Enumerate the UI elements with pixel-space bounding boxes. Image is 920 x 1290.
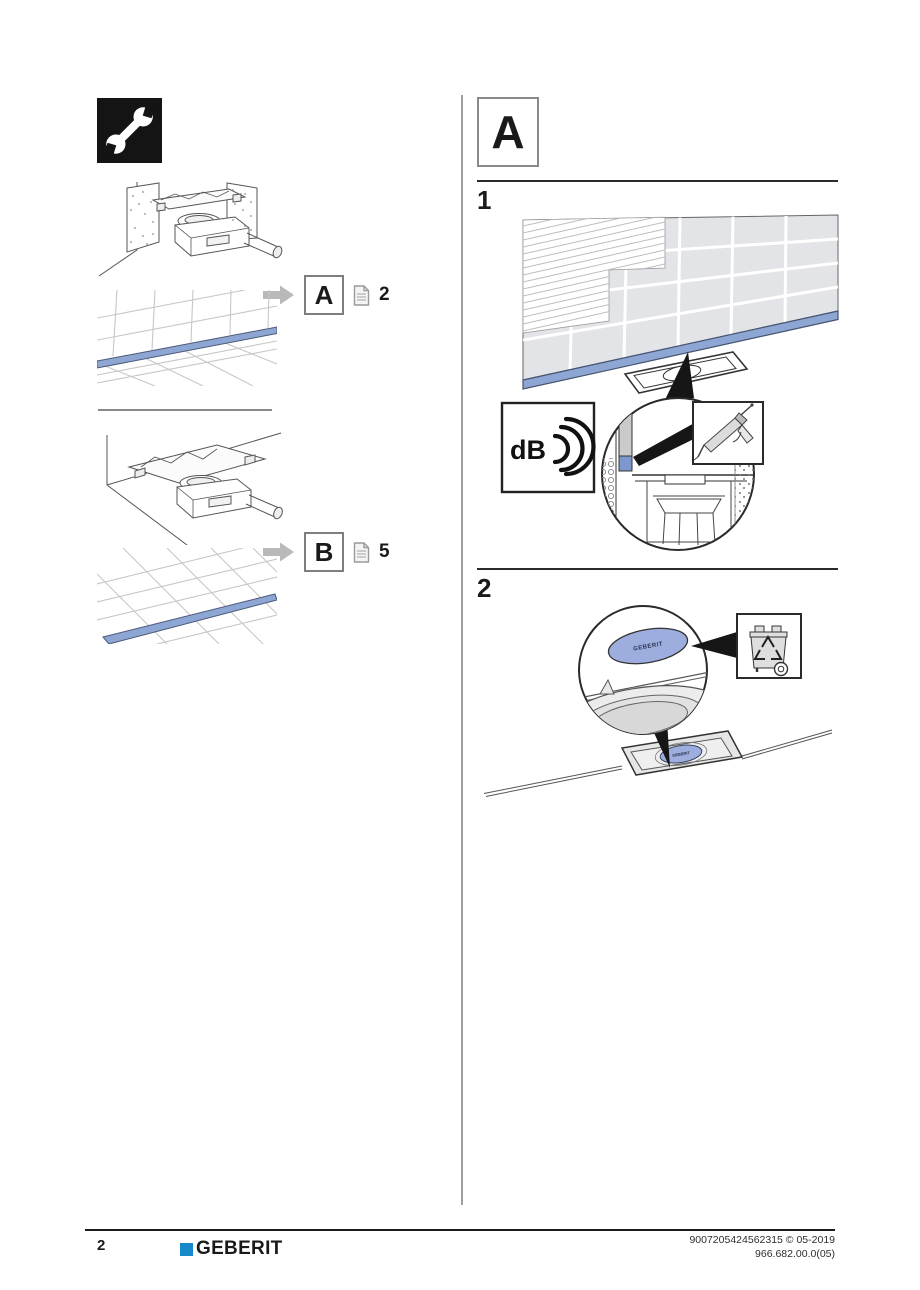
document-page-icon	[353, 284, 370, 306]
step-1-number: 1	[477, 185, 492, 215]
sticker-text-small: GEBERIT	[672, 750, 691, 758]
db-label: dB	[510, 435, 546, 465]
protective-sticker-small	[659, 744, 703, 764]
page-number: 2	[97, 1237, 106, 1254]
document-code-line2: 966.682.00.0(05)	[755, 1247, 835, 1260]
variant-b-page-reference: 5	[379, 541, 390, 562]
step-1-illustration: dB	[500, 214, 839, 551]
reference-row-variant-b: B 5	[263, 531, 390, 573]
tools-pictogram	[97, 98, 162, 163]
column-divider	[461, 95, 463, 1205]
variant-b-label: B	[314, 536, 334, 567]
brand-logo-text: GEBERIT	[196, 1238, 283, 1259]
sealant-pointer	[633, 421, 708, 466]
recycle-symbol	[753, 635, 783, 660]
tiled-wall	[522, 214, 839, 390]
step-2-number: 2	[477, 573, 492, 603]
db-sound-icon: dB	[500, 401, 596, 494]
step-2-rule	[477, 568, 838, 570]
variant-a-wall-assembly-illustration	[98, 182, 283, 277]
wall-drain-strip	[97, 326, 277, 369]
detail-pointer	[662, 352, 694, 406]
document-code-line1: 9007205424562315 © 05-2019	[689, 1234, 835, 1246]
overview-separator	[98, 409, 272, 411]
brand-logo-square	[180, 1243, 193, 1256]
reference-row-variant-a: A 2	[263, 274, 390, 316]
section-a-label: A	[491, 106, 525, 158]
variant-a-label: A	[314, 279, 334, 310]
variant-a-box: A	[304, 275, 344, 315]
variant-b-tiled-result-illustration	[97, 548, 277, 644]
arrow-right-icon	[263, 542, 294, 562]
variant-a-page-reference: 2	[379, 284, 390, 305]
protective-sticker	[607, 627, 689, 665]
arrow-right-icon	[263, 285, 294, 305]
wall-base-seal-strip	[522, 310, 839, 390]
disposal-pointer	[691, 632, 737, 658]
footer-rule	[85, 1229, 835, 1231]
document-page-icon	[353, 541, 370, 563]
wrench-icon	[103, 102, 156, 159]
floor-seam-lines	[483, 729, 833, 797]
step-1-rule	[477, 180, 838, 182]
variant-a-tiled-result-illustration	[97, 290, 277, 386]
silicone-joint	[618, 455, 633, 472]
brand-logo: GEBERIT	[180, 1238, 283, 1260]
wall-speckles	[130, 189, 252, 245]
variant-b-floor-assembly-illustration	[106, 432, 283, 545]
document-codes: 9007205424562315 © 05-2019 966.682.00.0(…	[689, 1234, 835, 1261]
recycle-bin-icon	[736, 613, 802, 679]
step-2-illustration: GEBERIT GEBERIT	[483, 605, 833, 797]
drain-cover-plate: GEBERIT	[620, 730, 744, 776]
sticker-text: GEBERIT	[633, 641, 664, 652]
caulking-gun-icon	[692, 401, 764, 465]
section-a-box: A	[477, 97, 539, 167]
floor-drain-strip	[102, 593, 277, 644]
variant-b-box: B	[304, 532, 344, 572]
